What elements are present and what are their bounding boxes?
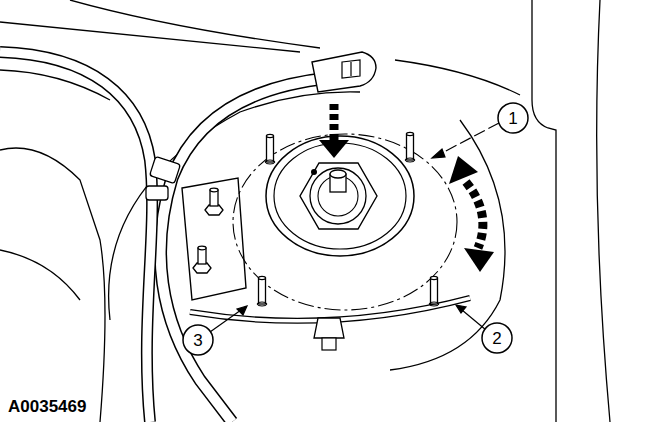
electrical-connector	[312, 52, 376, 92]
install-direction-arrow	[319, 104, 349, 158]
hoses	[0, 52, 470, 422]
mount-plate-outline	[233, 134, 457, 310]
callout-number: 2	[492, 330, 501, 347]
wire-clip	[314, 318, 344, 350]
callout-number: 3	[193, 332, 202, 349]
callout-number: 1	[508, 110, 517, 127]
rotation-arrow	[449, 156, 494, 272]
body-structure	[0, 0, 610, 422]
figure-id: A0035469	[8, 398, 86, 415]
strut-mount	[266, 136, 414, 256]
mounting-bracket	[182, 178, 246, 300]
callout-circles	[183, 103, 528, 355]
leader-lines	[210, 123, 499, 332]
mounting-studs	[257, 132, 439, 306]
